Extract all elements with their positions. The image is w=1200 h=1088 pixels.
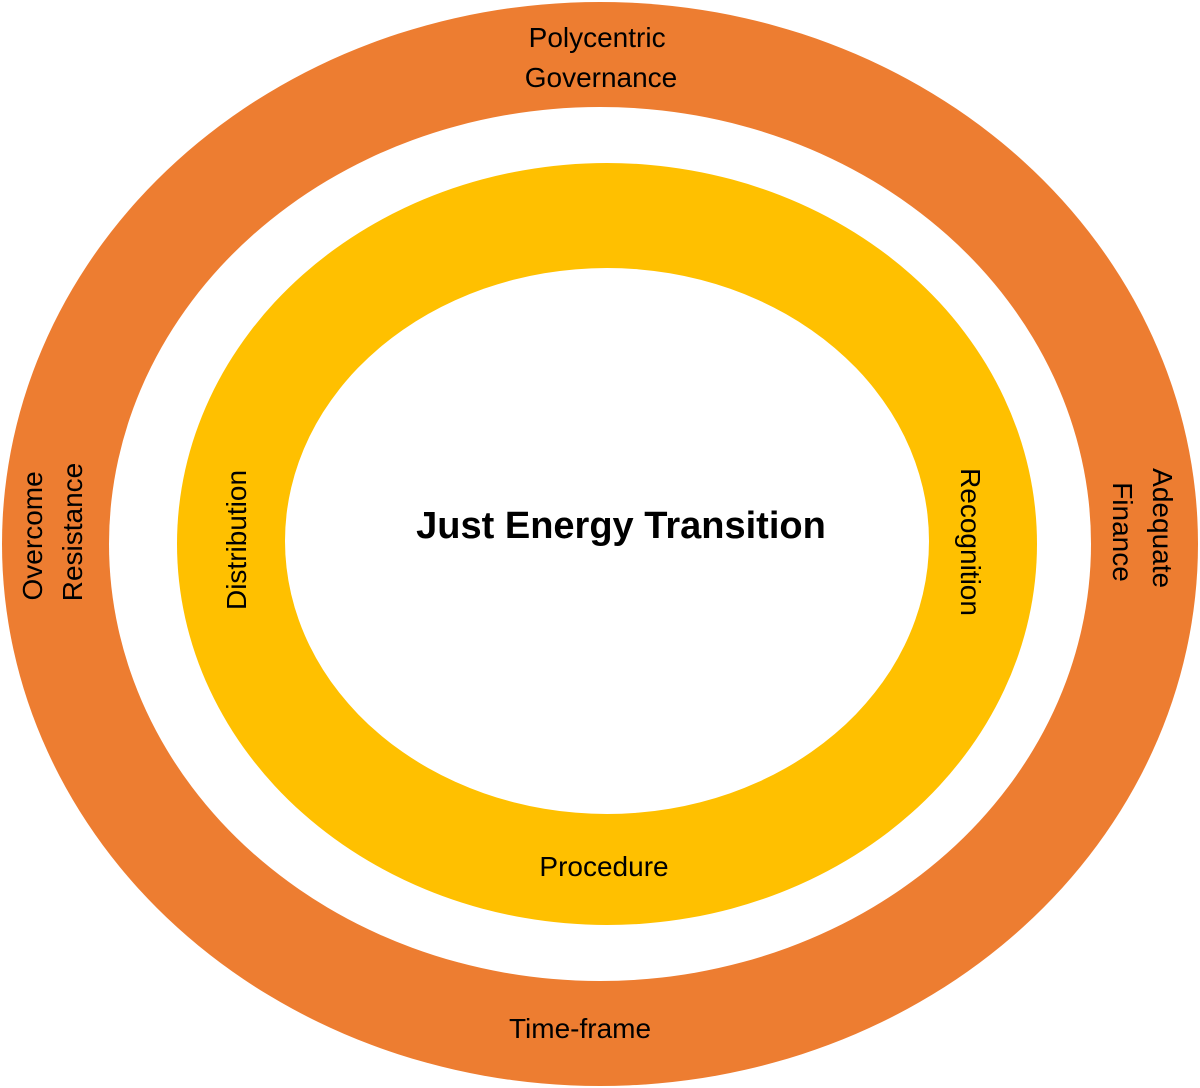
inner-left-label: Distribution xyxy=(221,470,252,610)
inner-right-label: Recognition xyxy=(955,468,986,616)
center-title: Just Energy Transition xyxy=(416,505,826,547)
outer-right-label: Adequate Finance xyxy=(1107,468,1178,596)
outer-bottom-label: Time-frame xyxy=(509,1013,651,1044)
outer-left-label: Overcome Resistance xyxy=(17,463,88,602)
inner-core xyxy=(285,268,929,814)
outer-top-label: Polycentric Governance xyxy=(525,22,678,93)
inner-bottom-label: Procedure xyxy=(539,851,668,882)
